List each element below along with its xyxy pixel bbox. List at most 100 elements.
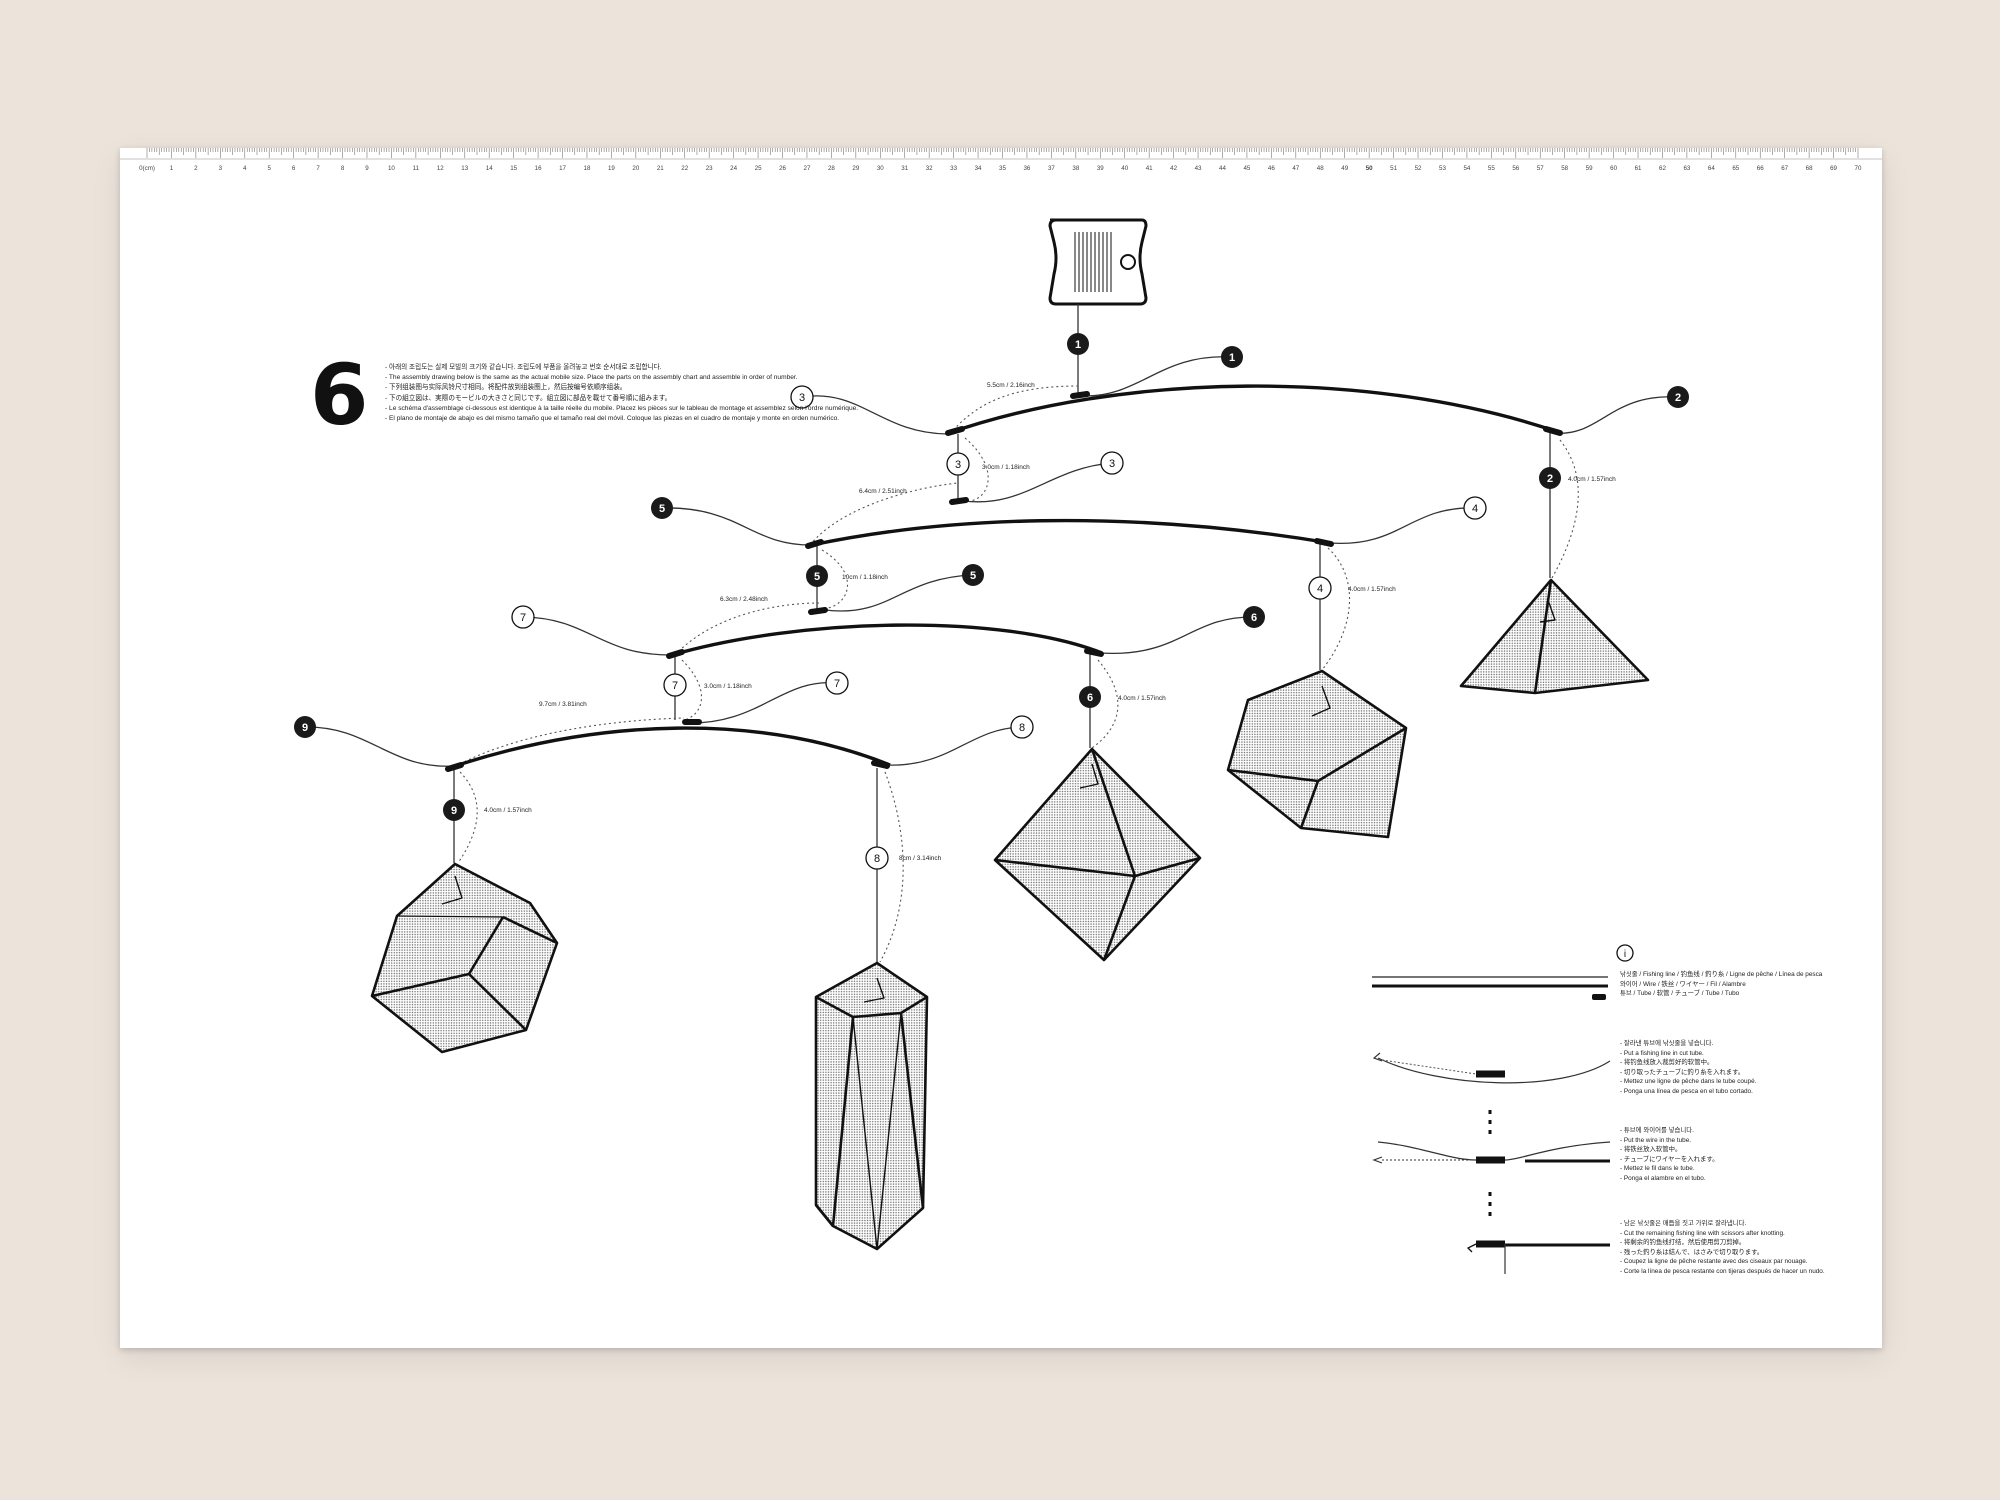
ruler-label: 66 (1757, 165, 1764, 172)
svg-text:6: 6 (1251, 612, 1257, 624)
ruler-label: 67 (1781, 165, 1788, 172)
ruler-label: 50 (1366, 165, 1373, 172)
ruler-label: 60 (1610, 165, 1617, 172)
ruler-label: 19 (608, 165, 615, 172)
svg-text:5: 5 (814, 571, 820, 583)
svg-text:4: 4 (1317, 583, 1323, 595)
ruler-label: 56 (1512, 165, 1519, 172)
step-bubble-8-hang: 8 (865, 846, 889, 870)
ruler-label: 23 (706, 165, 713, 172)
instruction-step-2-graphic (1372, 1141, 1611, 1164)
step-bubble-1-right: 1 (1221, 346, 1243, 368)
ruler-label: 31 (901, 165, 908, 172)
ruler-label: 16 (535, 165, 542, 172)
instruction-line: - 残った釣り糸は結んで、はさみで切り取ります。 (1620, 1248, 1764, 1256)
ruler-label: 55 (1488, 165, 1495, 172)
svg-text:5: 5 (970, 570, 976, 582)
ruler-label: 35 (999, 165, 1006, 172)
instruction-line: - チューブにワイヤーを入れます。 (1620, 1155, 1719, 1163)
ruler-label: 62 (1659, 165, 1666, 172)
ruler-label: 15 (510, 165, 517, 172)
spool-icon (1048, 218, 1148, 306)
svg-text:2: 2 (1675, 392, 1681, 404)
instruction-line: - 将剩余的钓鱼线打结，然后使用剪刀剪掉。 (1620, 1239, 1746, 1247)
ruler-label: 61 (1635, 165, 1642, 172)
ruler-label: 29 (852, 165, 859, 172)
wires (451, 384, 1559, 769)
instruction-line: - Put a fishing line in cut tube. (1620, 1049, 1704, 1057)
tubes (445, 391, 1563, 772)
instruction-line: - Mettez le fil dans le tube. (1620, 1165, 1695, 1173)
ruler-label: 64 (1708, 165, 1715, 172)
crystal-prism-shape (814, 961, 929, 1251)
step-bubble-3-hang: 3 (946, 452, 970, 476)
svg-text:2: 2 (1547, 473, 1553, 485)
intro-line: - Le schéma d'assemblage ci-dessous est … (385, 404, 859, 412)
dim-label: 4.0cm / 1.57inch (1118, 695, 1166, 702)
ruler-label: 41 (1146, 165, 1153, 172)
ruler-label: 2 (194, 165, 198, 172)
step-bubble-1-top: 1 (1067, 333, 1089, 355)
ruler-label: 57 (1537, 165, 1544, 172)
step-bubble-8-right: 8 (1010, 715, 1034, 739)
legend-wire: 와이어 / Wire / 铁丝 / ワイヤー / Fil / Alambre (1620, 980, 1746, 988)
instruction-step-1-graphic (1372, 1052, 1611, 1084)
wire-level-1 (945, 384, 1559, 436)
instruction-line: - 남은 낚싯줄은 매듭을 짓고 가위로 잘라냅니다. (1620, 1220, 1747, 1227)
ruler-label: 20 (632, 165, 639, 172)
ruler-label: 6 (292, 165, 296, 172)
dim-label: 6.3cm / 2.48inch (720, 596, 768, 603)
step-bubble-7-hang: 7 (663, 673, 687, 697)
svg-text:5: 5 (659, 503, 665, 515)
ruler-label: 70 (1855, 165, 1862, 172)
intro-line: - 아래의 조립도는 실제 모빌의 크기와 같습니다. 조립도에 부품을 올려놓… (385, 364, 662, 371)
step-bubble-3-right: 3 (1100, 451, 1124, 475)
instruction-step-2: - 튜브에 와이어를 넣습니다. - Put the wire in the t… (1620, 1126, 1840, 1184)
step-bubble-4-right: 4 (1463, 496, 1487, 520)
svg-text:1: 1 (1075, 339, 1081, 351)
step-bubble-2-hang: 2 (1539, 467, 1561, 489)
svg-text:3: 3 (799, 392, 805, 404)
ruler-label: 30 (877, 165, 884, 172)
svg-text:8: 8 (1019, 722, 1025, 734)
ruler-label: 33 (950, 165, 957, 172)
instruction-line: - Coupez la ligne de pêche restante avec… (1620, 1258, 1808, 1266)
step-bubble-5-left: 5 (651, 497, 673, 519)
ruler-label: 68 (1806, 165, 1813, 172)
ruler-label: 18 (584, 165, 591, 172)
step-bubble-2-right: 2 (1667, 386, 1689, 408)
instruction-line: - Ponga una línea de pesca en el tubo co… (1620, 1087, 1753, 1095)
svg-text:6: 6 (1087, 692, 1093, 704)
instruction-step-3: - 남은 낚싯줄은 매듭을 짓고 가위로 잘라냅니다. - Cut the re… (1620, 1219, 1840, 1277)
ruler-label: 17 (559, 165, 566, 172)
ruler-label: 51 (1390, 165, 1397, 172)
rhombic-cube-shape (370, 862, 559, 1054)
ruler-label: 32 (926, 165, 933, 172)
svg-text:4: 4 (1472, 503, 1478, 515)
instruction-line: - 튜브에 와이어를 넣습니다. (1620, 1127, 1694, 1134)
instruction-line: - Put the wire in the tube. (1620, 1136, 1692, 1144)
intro-text: - 아래의 조립도는 실제 모빌의 크기와 같습니다. 조립도에 부품을 올려놓… (385, 363, 945, 424)
step-bubble-9-hang: 9 (443, 799, 465, 821)
ruler-label: 14 (486, 165, 493, 172)
ruler-label: 8 (341, 165, 345, 172)
ruler-label: 11 (413, 165, 420, 172)
ruler-label: 9 (365, 165, 369, 172)
instruction-line: - 切り取ったチューブに釣り糸を入れます。 (1620, 1068, 1745, 1076)
ruler-label: 45 (1243, 165, 1250, 172)
wire-level-4 (451, 726, 891, 769)
dimension-guides (457, 385, 1579, 963)
instruction-line: - 잘라낸 튜브에 낚싯줄을 넣습니다. (1620, 1040, 1714, 1047)
ruler-label: 42 (1170, 165, 1177, 172)
step-number: 6 (310, 346, 369, 444)
ruler-label: 7 (316, 165, 320, 172)
ruler-label: 63 (1683, 165, 1690, 172)
pyramid-shape (1459, 578, 1650, 695)
ruler-label: 44 (1219, 165, 1226, 172)
ruler-label: 25 (755, 165, 762, 172)
ruler-label: 13 (461, 165, 468, 172)
dim-label: 6.4cm / 2.51inch (859, 488, 907, 495)
svg-text:1: 1 (1229, 352, 1235, 364)
dim-label: 8cm / 3.14inch (899, 855, 942, 862)
svg-text:9: 9 (451, 805, 457, 817)
